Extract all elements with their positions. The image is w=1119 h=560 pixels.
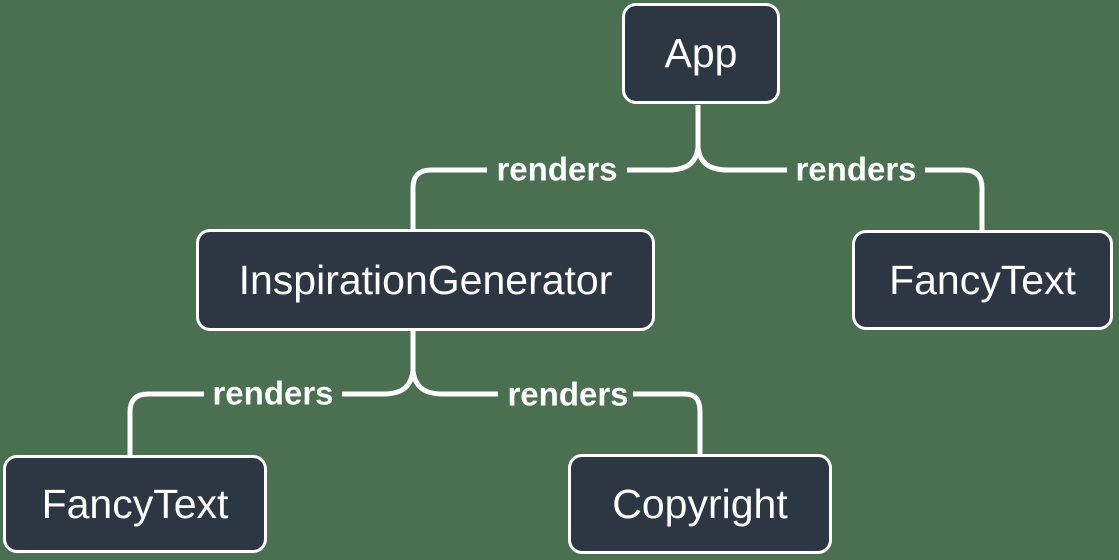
- edge-app-bell-right: [695, 147, 787, 173]
- edge-inspiration-copyright: [633, 391, 703, 454]
- edge-label-renders-inspiration-fancytext: renders: [212, 374, 334, 412]
- node-fancy-text-top-label: FancyText: [889, 256, 1076, 303]
- edge-inspiration-bell-right: [410, 370, 498, 397]
- node-app: App: [622, 3, 780, 104]
- node-fancy-text-top: FancyText: [852, 230, 1113, 330]
- edge-label-renders-app-inspiration: renders: [496, 150, 618, 188]
- edge-inspiration-bell-left: [342, 370, 416, 397]
- node-fancy-text-bottom-label: FancyText: [41, 480, 229, 527]
- node-copyright: Copyright: [568, 454, 832, 554]
- node-inspiration-generator-label: InspirationGenerator: [238, 256, 613, 303]
- edge-app-bell-left: [627, 147, 701, 173]
- node-copyright-label: Copyright: [612, 480, 788, 527]
- edge-inspiration-fancytext: [127, 391, 204, 455]
- edge-app-fancytext: [925, 167, 985, 230]
- node-app-label: App: [664, 30, 738, 76]
- edge-app-inspiration: [410, 167, 487, 229]
- edge-label-renders-inspiration-copyright: renders: [507, 375, 629, 413]
- edge-label-renders-app-fancytext: renders: [795, 150, 917, 188]
- node-fancy-text-bottom: FancyText: [3, 455, 267, 553]
- node-inspiration-generator: InspirationGenerator: [196, 229, 655, 331]
